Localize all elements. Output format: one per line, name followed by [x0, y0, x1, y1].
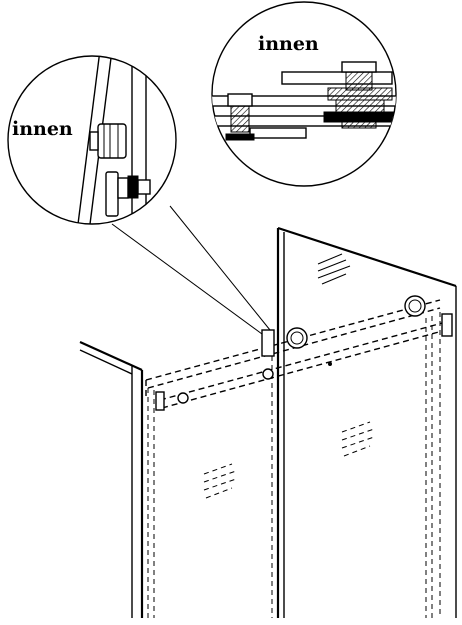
roller-right — [404, 295, 426, 317]
sliding-rail — [145, 299, 447, 409]
roller-left — [286, 327, 308, 349]
roller-hardware — [155, 295, 453, 411]
wall-left — [79, 340, 144, 618]
detail-left-label: innen — [12, 118, 73, 140]
sliding-glass-door — [147, 312, 441, 618]
fixed-glass-panel — [276, 226, 457, 618]
detail-right-label: innen — [258, 33, 319, 55]
detail-leader-lines — [111, 205, 271, 335]
detail-circle-right: innen — [211, 1, 397, 187]
detail-circle-left: innen — [7, 55, 177, 225]
